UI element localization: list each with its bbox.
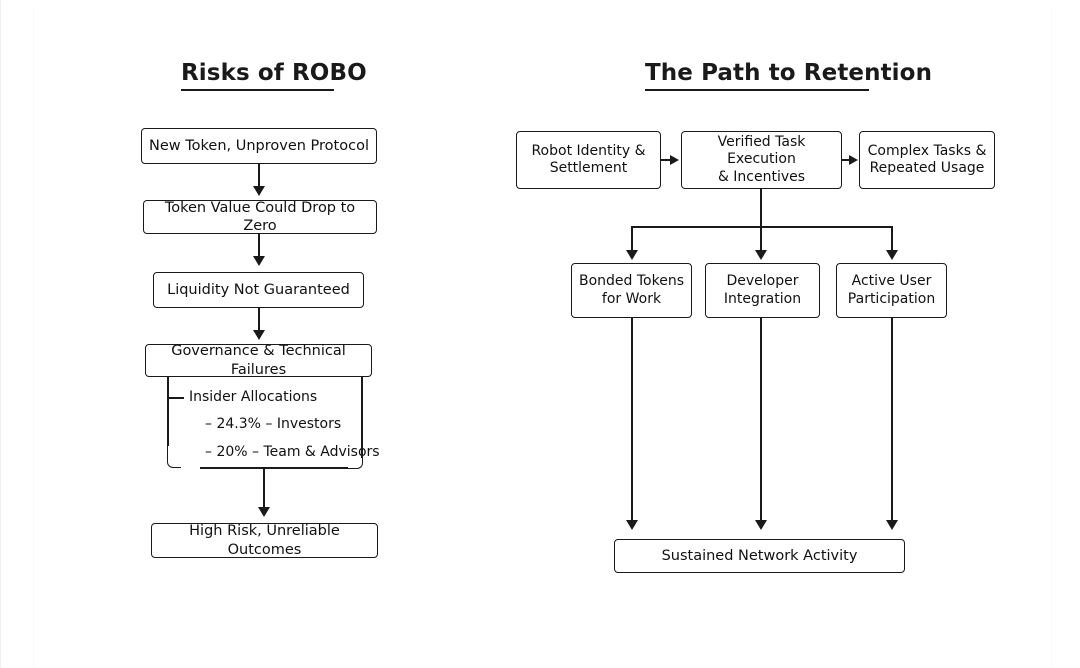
tree-label-investors: – 24.3% – Investors xyxy=(205,416,342,432)
page-edge-left xyxy=(0,0,1,668)
connector-bonded-to-outcome xyxy=(631,318,633,524)
node-bonded-tokens[interactable]: Bonded Tokens for Work xyxy=(571,263,692,318)
node-bonded-tokens-line2: for Work xyxy=(601,290,662,307)
tree-label-insider-allocations: Insider Allocations xyxy=(189,389,318,405)
node-active-user-line2: Participation xyxy=(847,290,936,307)
node-sustained-network[interactable]: Sustained Network Activity xyxy=(614,539,905,573)
left-panel-title-underline xyxy=(181,89,334,91)
node-robot-identity-text: Robot Identity & Settlement xyxy=(531,143,645,178)
node-token-value[interactable]: Token Value Could Drop to Zero xyxy=(143,200,377,234)
arrowhead-down-developer xyxy=(755,250,767,260)
node-developer-integration-line2: Integration xyxy=(723,290,802,307)
arrowhead-down-2 xyxy=(253,256,265,266)
connector-new-token-to-token-value xyxy=(258,164,260,190)
left-panel-title: Risks of ROBO xyxy=(181,60,367,86)
node-high-risk[interactable]: High Risk, Unreliable Outcomes xyxy=(151,523,378,558)
node-developer-integration-text: Developer Integration xyxy=(724,273,801,308)
node-liquidity[interactable]: Liquidity Not Guaranteed xyxy=(153,272,364,308)
node-new-token[interactable]: New Token, Unproven Protocol xyxy=(141,128,377,164)
node-verified-task-line2: & Incentives xyxy=(717,168,806,185)
right-panel-title-underline xyxy=(645,89,869,91)
connector-token-value-to-liquidity xyxy=(258,234,260,260)
connector-verified-to-complex xyxy=(842,159,852,161)
connector-developer-to-outcome xyxy=(760,318,762,524)
arrowhead-down-1 xyxy=(253,186,265,196)
connector-robot-to-verified xyxy=(661,159,673,161)
node-robot-identity-line1: Robot Identity & xyxy=(531,142,646,159)
connector-fanout-horizontal xyxy=(631,226,893,228)
arrowhead-down-4 xyxy=(258,507,270,517)
bracket-left-vertical xyxy=(167,377,169,446)
node-active-user[interactable]: Active User Participation xyxy=(836,263,947,318)
tree-label-team-advisors: – 20% – Team & Advisors xyxy=(205,444,380,460)
node-verified-task-line1: Verified Task Execution xyxy=(717,133,806,168)
node-complex-tasks[interactable]: Complex Tasks & Repeated Usage xyxy=(859,131,995,189)
arrowhead-down-active-user xyxy=(886,250,898,260)
arrowhead-down-outcome-right xyxy=(886,520,898,530)
connector-fanout-branch-middle xyxy=(760,226,762,254)
connector-fanout-branch-right xyxy=(891,226,893,254)
arrowhead-right-1 xyxy=(670,155,679,165)
bracket-right-vertical xyxy=(361,377,363,458)
connector-verified-down-stem xyxy=(760,189,762,227)
node-complex-tasks-line1: Complex Tasks & xyxy=(867,142,987,159)
node-bonded-tokens-line1: Bonded Tokens xyxy=(578,273,684,289)
connector-active-user-to-outcome xyxy=(891,318,893,524)
connector-liquidity-to-governance xyxy=(258,308,260,334)
node-robot-identity-line2: Settlement xyxy=(549,160,628,176)
arrowhead-right-2 xyxy=(849,155,858,165)
arrowhead-down-3 xyxy=(253,330,265,340)
page-edge-inner-right xyxy=(1051,8,1052,668)
node-complex-tasks-text: Complex Tasks & Repeated Usage xyxy=(868,143,987,178)
node-bonded-tokens-text: Bonded Tokens for Work xyxy=(579,273,684,308)
page-edge-inner-left xyxy=(33,8,34,668)
node-developer-integration-line1: Developer xyxy=(726,273,799,289)
node-developer-integration[interactable]: Developer Integration xyxy=(705,263,820,318)
arrowhead-down-outcome-middle xyxy=(755,520,767,530)
node-verified-task[interactable]: Verified Task Execution & Incentives xyxy=(681,131,842,189)
node-robot-identity[interactable]: Robot Identity & Settlement xyxy=(516,131,661,189)
connector-bracket-to-high-risk xyxy=(263,469,265,511)
arrowhead-down-bonded xyxy=(626,250,638,260)
bracket-right-bottom-corner xyxy=(347,452,363,469)
arrowhead-down-outcome-left xyxy=(626,520,638,530)
bracket-tick-insider-allocations xyxy=(167,397,184,399)
right-panel-title: The Path to Retention xyxy=(645,60,933,86)
node-active-user-text: Active User Participation xyxy=(848,273,935,308)
node-active-user-line1: Active User xyxy=(851,273,932,289)
bracket-bottom-horizontal xyxy=(200,467,348,469)
node-governance[interactable]: Governance & Technical Failures xyxy=(145,343,372,378)
bracket-left-bottom-corner xyxy=(167,440,181,468)
node-verified-task-text: Verified Task Execution & Incentives xyxy=(688,134,835,187)
node-complex-tasks-line2: Repeated Usage xyxy=(869,160,985,176)
connector-fanout-branch-left xyxy=(631,226,633,254)
